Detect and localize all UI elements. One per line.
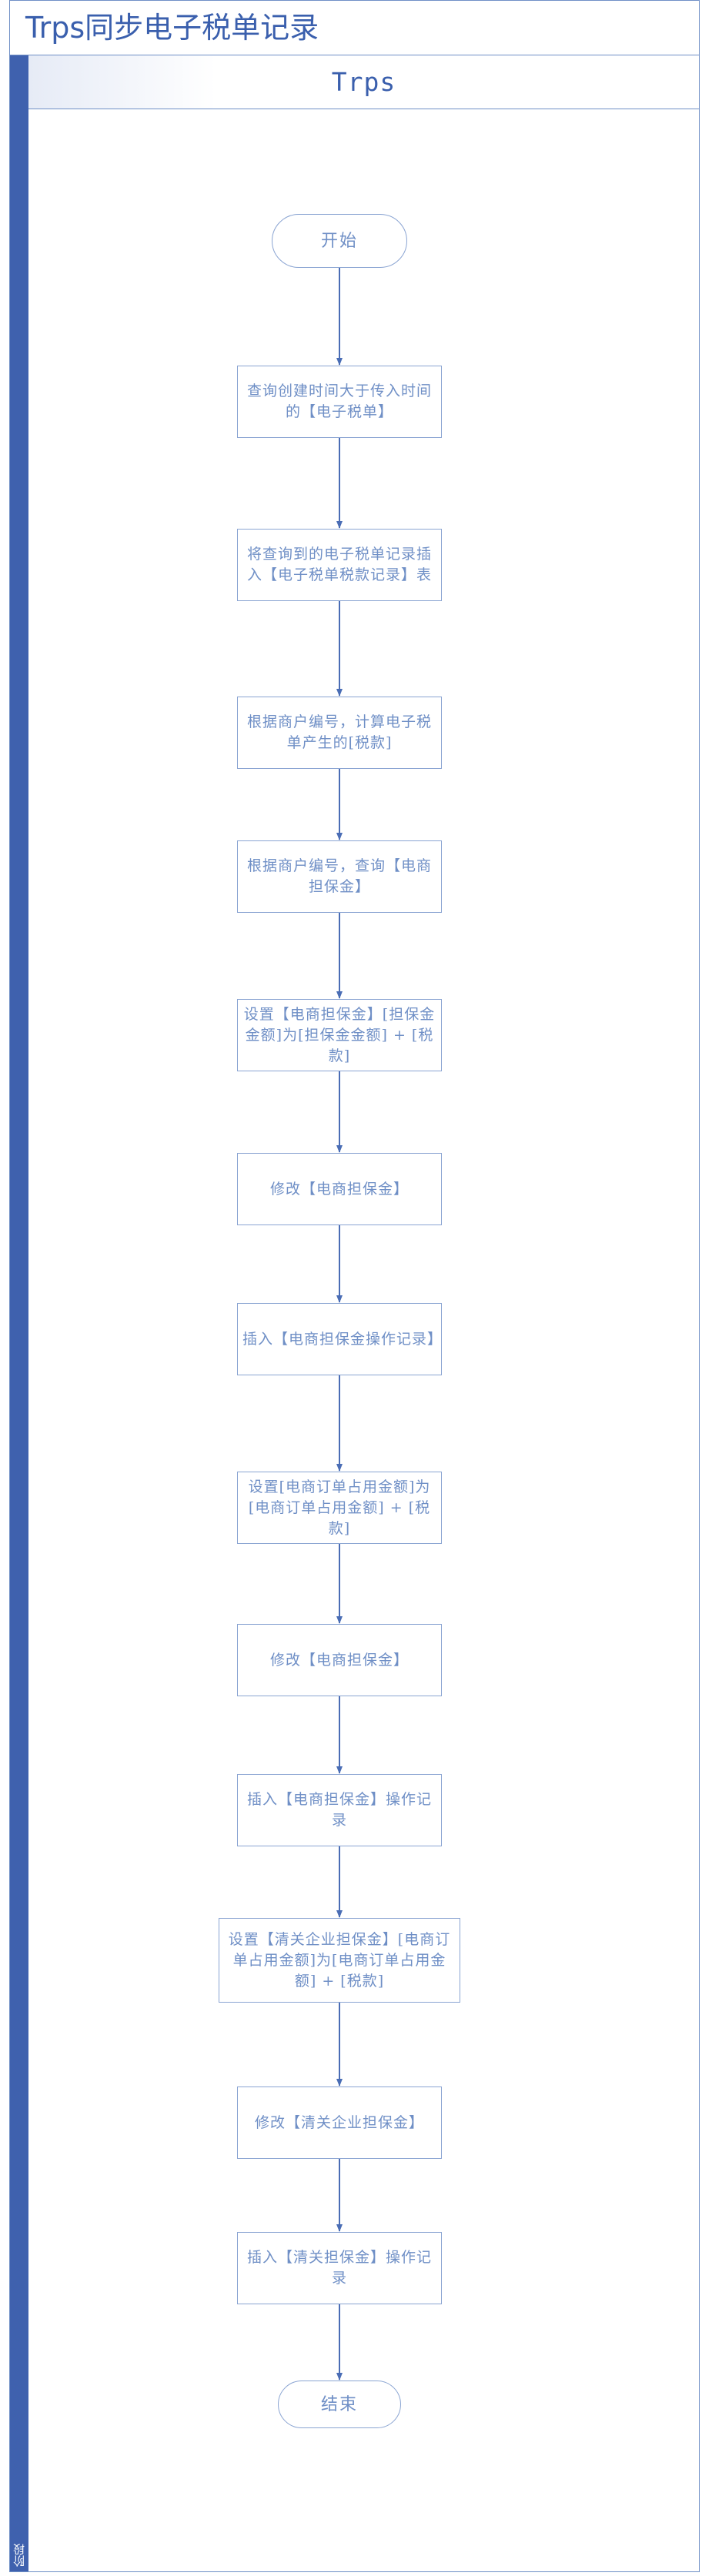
lane-header-title: Trps <box>331 67 396 97</box>
process-node-9[interactable]: 修改【电商担保金】 <box>237 1624 442 1696</box>
start-node[interactable]: 开始 <box>272 214 407 268</box>
end-node[interactable]: 结束 <box>278 2381 401 2428</box>
title-bar: Trps同步电子税单记录 <box>10 1 699 55</box>
page-title: Trps同步电子税单记录 <box>25 11 319 45</box>
process-node-2[interactable]: 将查询到的电子税单记录插入【电子税单税款记录】表 <box>237 529 442 601</box>
process-node-5[interactable]: 设置【电商担保金】[担保金金额]为[担保金金额] + [税款] <box>237 999 442 1071</box>
lane-header: Trps <box>28 55 699 109</box>
process-node-1[interactable]: 查询创建时间大于传入时间的【电子税单】 <box>237 366 442 438</box>
process-node-12[interactable]: 修改【清关企业担保金】 <box>237 2087 442 2159</box>
process-node-13[interactable]: 插入【清关担保金】操作记录 <box>237 2232 442 2304</box>
process-node-4[interactable]: 根据商户编号，查询【电商担保金】 <box>237 840 442 913</box>
process-node-10[interactable]: 插入【电商担保金】操作记录 <box>237 1774 442 1846</box>
process-node-11[interactable]: 设置【清关企业担保金】[电商订单占用金额]为[电商订单占用金额] + [税款] <box>219 1918 460 2003</box>
process-node-3[interactable]: 根据商户编号，计算电子税单产生的[税款] <box>237 697 442 769</box>
process-node-8[interactable]: 设置[电商订单占用金额]为[电商订单占用金额] + [税款] <box>237 1472 442 1544</box>
process-node-7[interactable]: 插入【电商担保金操作记录】 <box>237 1303 442 1375</box>
process-node-6[interactable]: 修改【电商担保金】 <box>237 1153 442 1225</box>
lane-side-bar <box>10 55 28 2571</box>
